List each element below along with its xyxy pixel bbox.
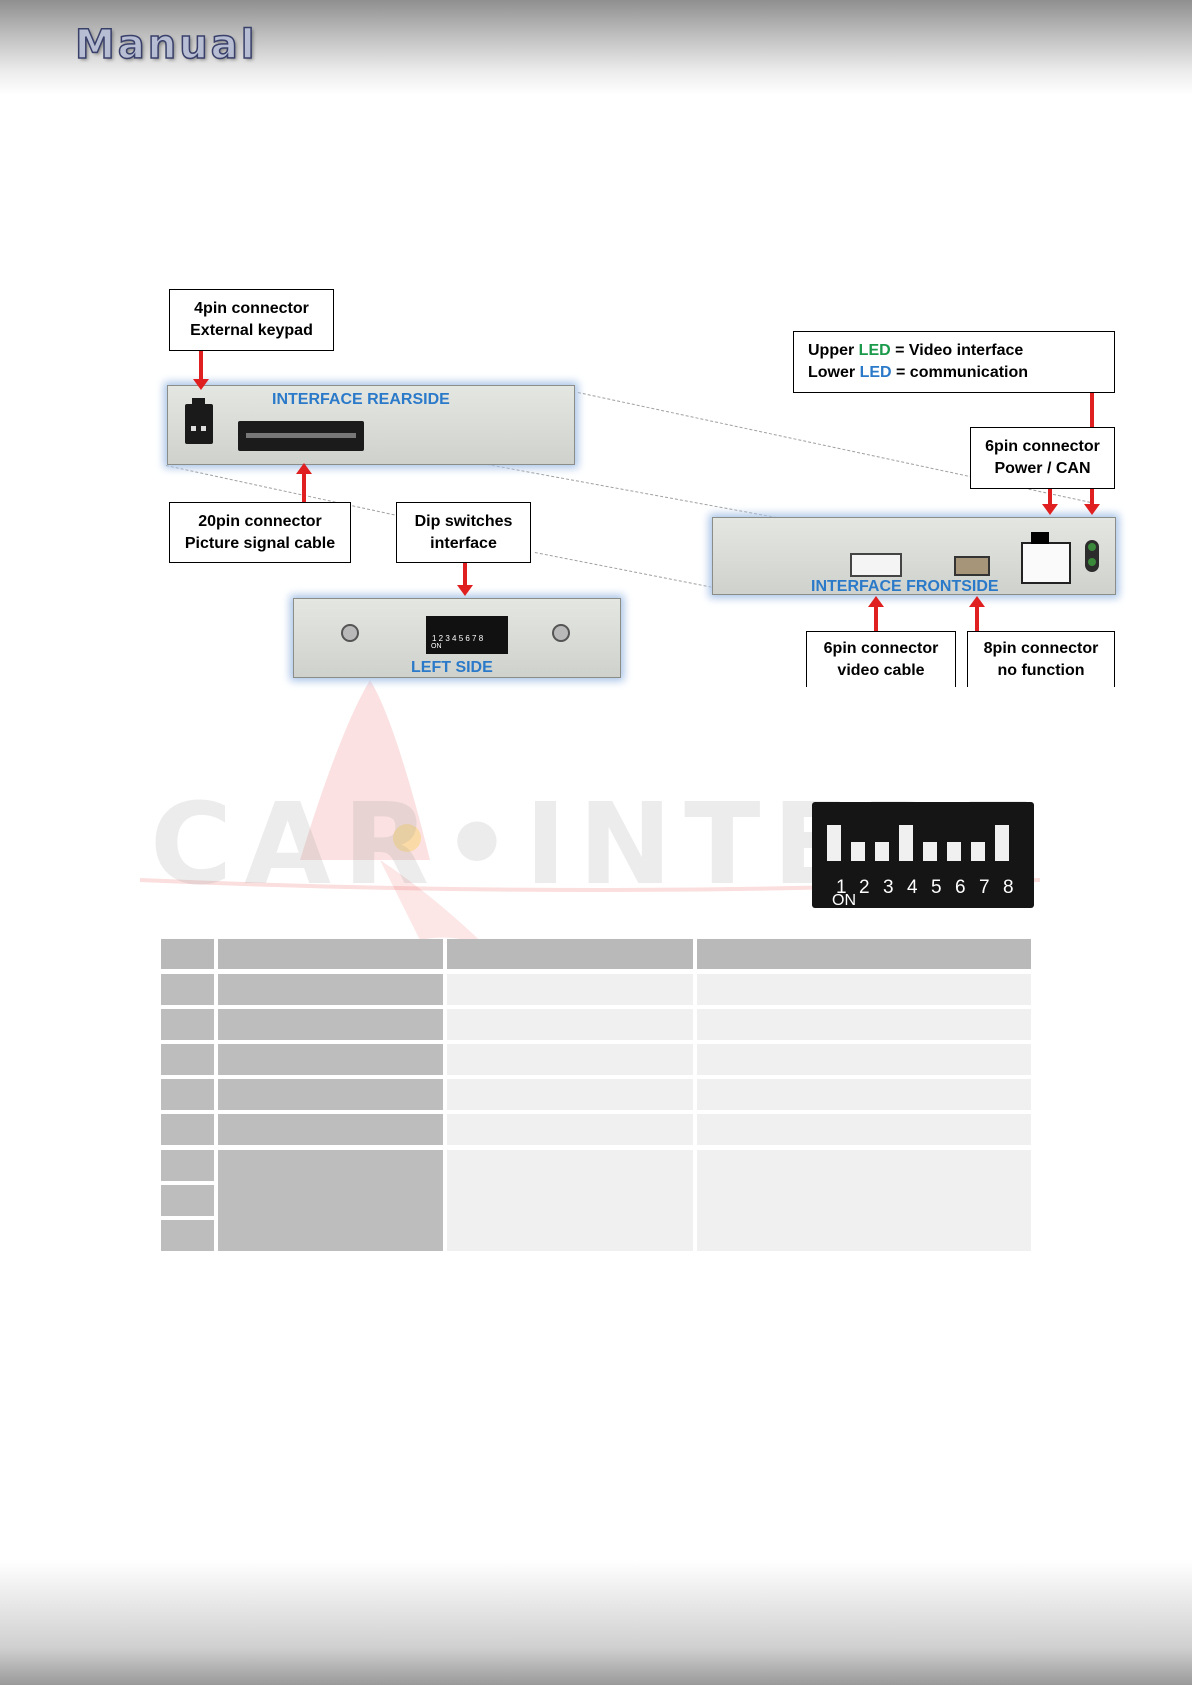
table-row: [697, 1044, 1031, 1075]
table-header-cell: [161, 939, 214, 969]
dip-number: 7: [979, 877, 990, 898]
led-connector-line: [1090, 393, 1094, 427]
keypad-callout: 4pin connector External keypad: [169, 289, 334, 351]
dip-number: 4: [907, 877, 918, 898]
screw-icon: [552, 624, 570, 642]
picture-signal-connector: [238, 421, 364, 451]
picture-signal-arrow: [296, 463, 312, 502]
table-row: [161, 1150, 214, 1181]
upper-led-word: LED: [858, 342, 891, 359]
led-callout: Upper LED = Video interface Lower LED = …: [793, 331, 1115, 393]
table-merged-cell: [697, 1150, 1031, 1251]
led-indicators: [1085, 540, 1099, 572]
guide-line: [534, 552, 717, 589]
keypad-connector: [185, 398, 213, 444]
dip-number: 2: [859, 877, 870, 898]
video-arrow: [868, 596, 884, 631]
leftside-label: LEFT SIDE: [411, 659, 493, 676]
table-header-cell: [697, 939, 1031, 969]
frontside-label: INTERFACE FRONTSIDE: [811, 578, 999, 595]
dip-callout: Dip switches interface: [396, 502, 531, 563]
dip-number: 8: [1003, 877, 1014, 898]
mini-dip-numbers: 1 2 3 4 5 6 7 8: [432, 634, 484, 643]
table-header-cell: [218, 939, 443, 969]
mini-dip-on: ON: [431, 643, 442, 650]
upper-led-icon: [1088, 543, 1096, 551]
dip-switch-6: [947, 842, 961, 861]
keypad-arrow: [193, 351, 209, 390]
nofunction-callout: 8pin connector no function: [967, 631, 1115, 687]
table-row: [447, 1079, 693, 1110]
dip-switch-2: [851, 842, 865, 861]
table-row: [161, 1114, 214, 1145]
mini-dip-switch: 1 2 3 4 5 6 7 8 ON: [426, 616, 508, 654]
table-row: [161, 974, 214, 1005]
dip-number: 6: [955, 877, 966, 898]
table-row: [218, 1009, 443, 1040]
rearside-panel: INTERFACE REARSIDE: [167, 385, 575, 465]
lower-led-icon: [1088, 558, 1096, 566]
lower-led-word: LED: [859, 364, 892, 381]
page-footer: [0, 1560, 1192, 1685]
table-row: [447, 1114, 693, 1145]
rearside-label: INTERFACE REARSIDE: [272, 391, 450, 408]
power-can-arrow: [1042, 489, 1058, 515]
nofunction-connector: [954, 556, 990, 576]
table-header-cell: [447, 939, 693, 969]
table-row: [218, 974, 443, 1005]
table-row: [161, 1044, 214, 1075]
manual-logo: Manual: [74, 21, 258, 69]
dip-switch-7: [971, 842, 985, 861]
table-merged-cell: [447, 1150, 693, 1251]
table-row: [697, 1114, 1031, 1145]
dip-switch-1: [827, 825, 841, 861]
power-can-callout: 6pin connector Power / CAN: [970, 427, 1115, 489]
table-row: [447, 1009, 693, 1040]
page-header: Manual: [0, 0, 1192, 95]
dip-number: 1: [836, 877, 847, 898]
leftside-panel: 1 2 3 4 5 6 7 8 ON LEFT SIDE: [293, 598, 621, 678]
table-row: [161, 1185, 214, 1216]
table-row: [161, 1220, 214, 1251]
table-row: [697, 974, 1031, 1005]
dip-switch-3: [875, 842, 889, 861]
dip-on-label: ON: [832, 892, 856, 909]
table-row: [218, 1079, 443, 1110]
dip-arrow: [457, 563, 473, 596]
table-row: [161, 1079, 214, 1110]
table-row: [218, 1114, 443, 1145]
dip-switch-photo: 1 2 3 4 5 6 7 8 ON: [812, 802, 1034, 909]
table-row: [218, 1044, 443, 1075]
frontside-panel: INTERFACE FRONTSIDE: [712, 517, 1116, 595]
nofunction-arrow: [969, 596, 985, 631]
table-row: [447, 1044, 693, 1075]
table-row: [697, 1009, 1031, 1040]
table-row: [447, 974, 693, 1005]
dip-switch-5: [923, 842, 937, 861]
table-row: [697, 1079, 1031, 1110]
video-connector: [850, 553, 902, 577]
screw-icon: [341, 624, 359, 642]
dip-switch-8: [995, 825, 1009, 861]
video-callout: 6pin connector video cable: [806, 631, 956, 687]
led-arrow: [1084, 489, 1100, 515]
table-merged-cell: [218, 1150, 443, 1251]
dip-number: 3: [883, 877, 894, 898]
table-row: [161, 1009, 214, 1040]
power-can-connector: [1021, 532, 1071, 584]
picture-signal-callout: 20pin connector Picture signal cable: [169, 502, 351, 563]
dip-switch-4: [899, 825, 913, 861]
dip-number: 5: [931, 877, 942, 898]
